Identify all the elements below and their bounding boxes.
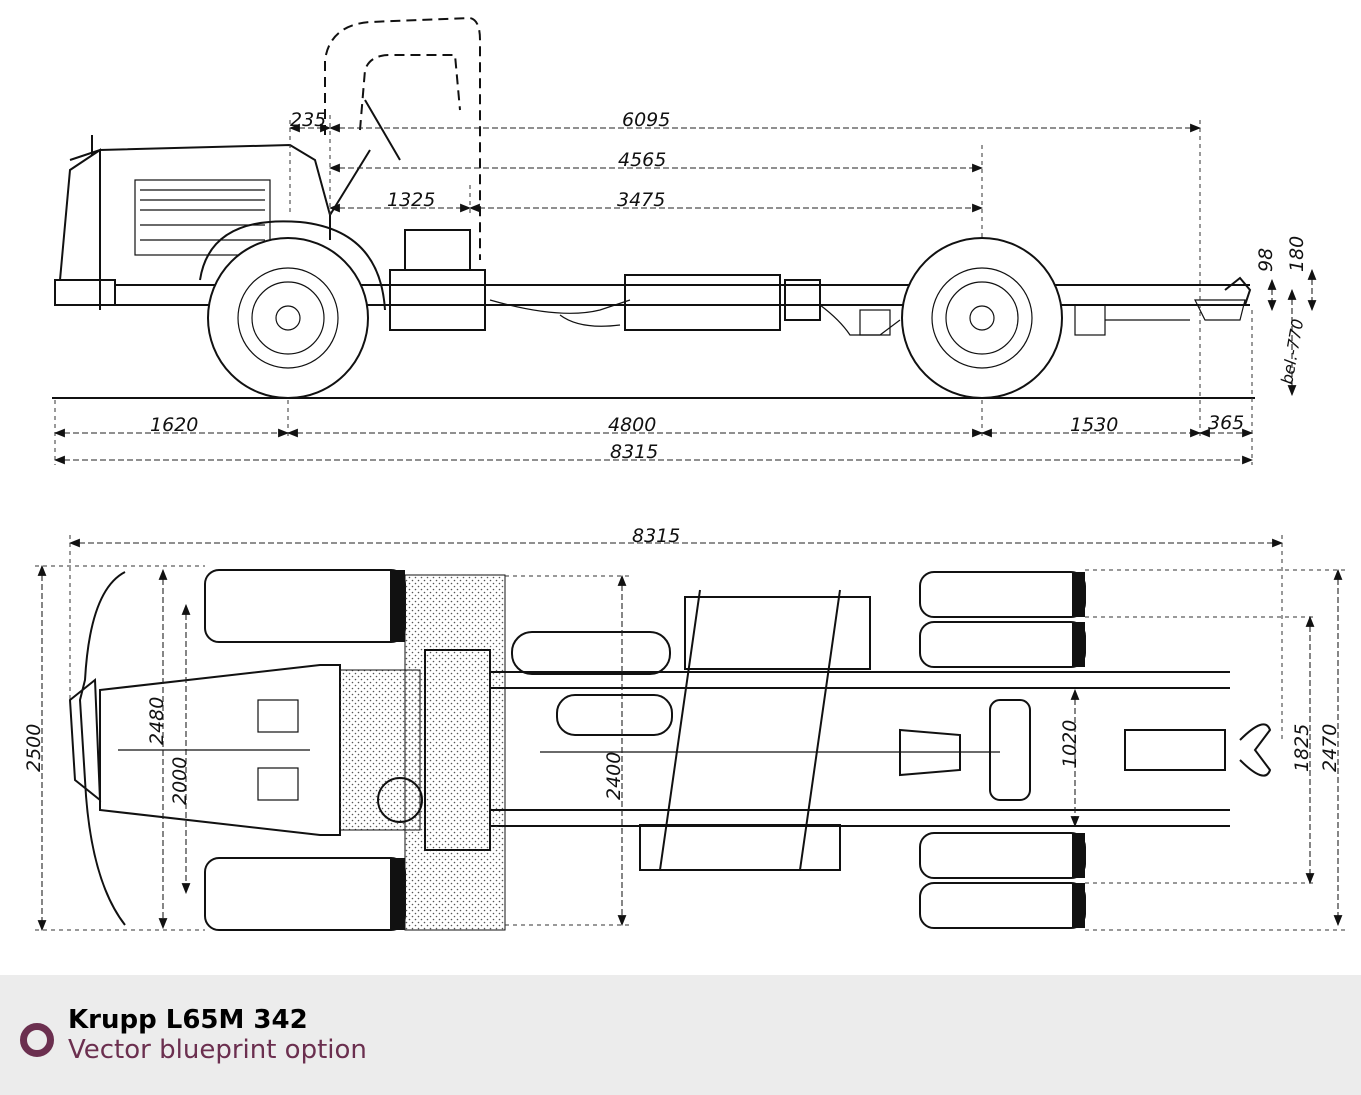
engine-hood [69, 143, 331, 240]
rear-tire-outer-left [919, 571, 1086, 618]
dim-4800: 4800 [608, 414, 656, 436]
dim-98: 98 [1255, 248, 1277, 272]
air-tank [511, 631, 671, 675]
front-tire-left [204, 569, 406, 643]
caption-subtitle[interactable]: Vector blueprint option [68, 1035, 367, 1065]
dim-365: 365 [1208, 412, 1244, 434]
dim-1325: 1325 [387, 189, 435, 211]
steering-wheel [377, 777, 423, 823]
battery-box [404, 229, 471, 271]
dim-2470: 2470 [1319, 724, 1341, 772]
blueprint-drawing: 235 6095 4565 1325 3475 1620 4800 1530 3… [23, 16, 1345, 932]
dim-8315-side: 8315 [610, 441, 658, 463]
dim-2480: 2480 [146, 697, 168, 745]
dim-8315-top: 8315 [632, 525, 680, 547]
radiator [59, 148, 101, 310]
cab-outline [324, 16, 481, 260]
rear-tire-inner-left [919, 621, 1086, 668]
rear-tire-outer-right [919, 882, 1086, 929]
dim-180: 180 [1286, 236, 1308, 272]
caption-bar: Krupp L65M 342 Vector blueprint option [0, 975, 1361, 1095]
front-bumper [78, 571, 126, 926]
dim-1020: 1020 [1059, 720, 1081, 768]
dim-4565: 4565 [618, 149, 666, 171]
fuel-tank [624, 274, 781, 331]
rear-wheel [901, 237, 1063, 399]
front-tire-right [204, 857, 406, 931]
dim-235: 235 [290, 109, 326, 131]
dim-2400: 2400 [603, 752, 625, 800]
front-wheel [207, 237, 369, 399]
frame-rails [490, 671, 1230, 827]
dim-1530: 1530 [1070, 414, 1118, 436]
dim-2000: 2000 [169, 757, 191, 805]
dim-6095: 6095 [622, 109, 670, 131]
dim-1825: 1825 [1291, 724, 1313, 772]
side-dimension-lines [53, 123, 1317, 465]
battery-box-top [684, 596, 871, 670]
caption-title: Krupp L65M 342 [68, 1005, 308, 1035]
rear-tire-inner-right [919, 832, 1086, 879]
hood-top [99, 664, 341, 836]
top-dimension-lines [37, 538, 1343, 932]
top-view: 8315 2500 2480 2000 2400 1020 1825 2470 [23, 525, 1345, 932]
dim-2500: 2500 [23, 724, 45, 772]
ring-icon [20, 1023, 54, 1057]
fuel-tank-top [639, 824, 841, 871]
dim-770: bel.-770 [1277, 318, 1307, 386]
dim-1620: 1620 [150, 414, 198, 436]
side-view: 235 6095 4565 1325 3475 1620 4800 1530 3… [52, 16, 1317, 465]
dim-3475: 3475 [617, 189, 665, 211]
